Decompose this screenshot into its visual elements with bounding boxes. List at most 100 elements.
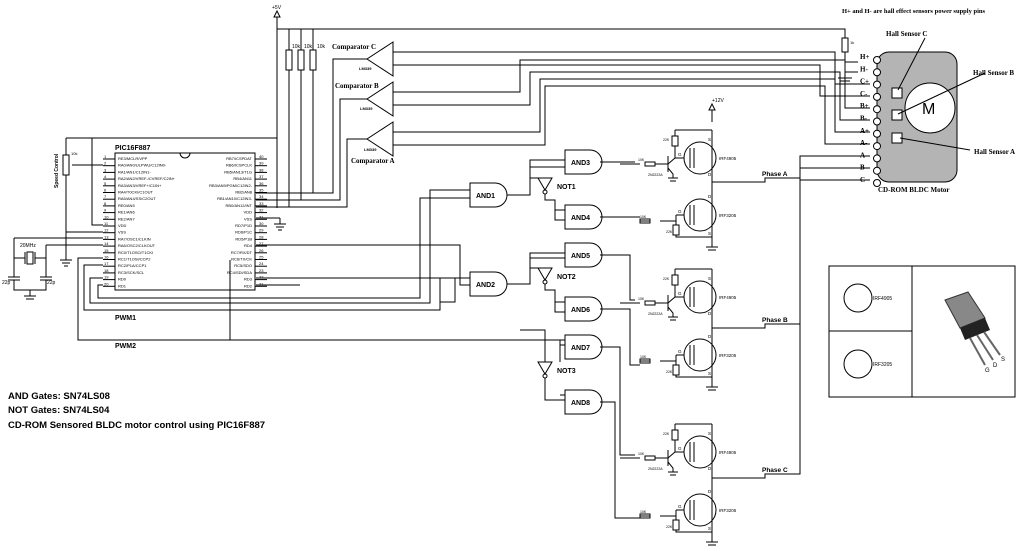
- lm339-b: LM339: [360, 106, 373, 111]
- motor-pin: [873, 80, 881, 89]
- legend-low-label: IRF3205: [873, 362, 892, 368]
- motor-pin: [873, 166, 881, 175]
- hall-b-label: Hall Sensor B: [973, 69, 1014, 77]
- pin-number: 3: [104, 167, 107, 172]
- pin-number: 2: [104, 161, 107, 166]
- pin-g: G: [678, 504, 682, 509]
- pin-label: RB3/AN9/PGM/C12IN2-: [209, 183, 253, 188]
- pin-number: 29: [259, 228, 264, 233]
- pin-number: 37: [259, 174, 264, 179]
- mcu-name: PIC16F887: [115, 145, 151, 152]
- npn-label: 2N2222A: [648, 173, 663, 177]
- low-fet-label: IRF3205: [719, 213, 737, 218]
- resistor-10k: [639, 218, 651, 224]
- pwm2-label: PWM2: [115, 343, 136, 350]
- pin-label: RD5/P1B: [235, 236, 252, 241]
- motor-pin-label: C+: [860, 78, 869, 86]
- pin-label: RB4/AN11: [233, 176, 252, 181]
- and-gate-label: AND4: [571, 215, 590, 222]
- pin-d: D: [708, 489, 712, 494]
- pin-label: RE1/AN6: [118, 210, 135, 215]
- motor-pin-label: H-: [860, 65, 868, 73]
- vcc5-label: +5V: [272, 5, 282, 11]
- motor-pins: H+H-C+C-B+B-A+A-ABC: [860, 53, 881, 187]
- resistor-22k: [672, 519, 680, 531]
- resistor-10k: [644, 300, 656, 306]
- comparator-c-label: Comparator C: [332, 43, 376, 51]
- pin-s: S: [708, 137, 711, 142]
- pin-g: G: [678, 446, 682, 451]
- pin-label: RB7/ICSPDAT: [226, 156, 252, 161]
- pin-label: RC6/TX/CK: [231, 257, 252, 262]
- high-fet-label: IRF4905: [719, 450, 737, 455]
- pin-number: 6: [104, 188, 107, 193]
- project-title: CD-ROM Sensored BLDC motor control using…: [8, 420, 265, 431]
- npn-label: 2N2222A: [648, 312, 663, 316]
- pwm1-label: PWM1: [115, 315, 136, 322]
- motor-pin-label: C-: [860, 90, 868, 98]
- and-gate: [564, 149, 603, 175]
- motor-pin-label: B-: [860, 115, 868, 123]
- pin-label: RB0/AN12/INT: [226, 203, 253, 208]
- pin-number: 8: [104, 201, 107, 206]
- r-gate-label: 10K: [640, 355, 647, 359]
- and-gate: [564, 204, 603, 230]
- speed-pot[interactable]: [62, 154, 70, 176]
- pkg-g: G: [985, 368, 990, 374]
- pin-number: 38: [259, 167, 264, 172]
- pin-number: 32: [259, 208, 264, 213]
- pin-number: 10: [104, 214, 109, 219]
- not-gate: [537, 361, 553, 375]
- pin-label: VDD: [244, 210, 253, 215]
- resistor-22k: [671, 274, 679, 286]
- r-pull-label: 22K: [663, 277, 670, 281]
- pullup-resistors: 10k 10k 10k: [285, 29, 326, 207]
- pin-number: 26: [259, 248, 264, 253]
- resistor-22k: [672, 364, 680, 376]
- r-pull-label: 22K: [663, 432, 670, 436]
- fet-wiring: [620, 167, 870, 391]
- r-pull-label: 22K: [666, 230, 673, 234]
- motor-pin: [873, 56, 881, 64]
- resistor-22k: [671, 429, 679, 441]
- resistor-10k: [644, 455, 656, 461]
- not-gate: [537, 177, 553, 191]
- pin-number: 13: [104, 234, 109, 239]
- pin-label: RD6/P1C: [235, 230, 252, 235]
- pot-label: 10k: [71, 151, 77, 156]
- pin-number: 33: [259, 201, 264, 206]
- p-mosfet-irf4905: [683, 435, 717, 469]
- pin-label: RE3/MCLR/VPP: [118, 156, 148, 161]
- pin-number: 16: [104, 255, 109, 260]
- pin-number: 27: [259, 241, 264, 246]
- r-base-label: 10K: [638, 452, 645, 456]
- low-fet-label: IRF3205: [719, 353, 737, 358]
- pin-number: 21: [259, 281, 264, 286]
- and-gate: [564, 296, 603, 322]
- comparator-b-label: Comparator B: [335, 82, 379, 90]
- pin-number: 14: [104, 241, 109, 246]
- phase-label: Phase C: [762, 467, 788, 474]
- resistor-10k: [639, 513, 651, 519]
- high-fet-label: IRF4905: [719, 156, 737, 161]
- pin-label: RA6/OSC2/CLKOUT: [118, 243, 156, 248]
- pin-g: G: [678, 349, 682, 354]
- not-gate-label: NOT2: [557, 274, 576, 281]
- r3-label: 10k: [317, 44, 326, 50]
- r-gate-label: 10K: [640, 215, 647, 219]
- r1-label: 10k: [292, 44, 301, 50]
- pin-g: G: [678, 152, 682, 157]
- motor-pin-label: C: [860, 176, 865, 184]
- comparator-a-label: Comparator A: [351, 157, 395, 165]
- pin-number: 23: [259, 268, 264, 273]
- pin-label: RE0/AN5: [118, 203, 135, 208]
- pin-number: 25: [259, 255, 264, 260]
- and-gate-label: AND2: [476, 282, 495, 289]
- and-gate: [469, 182, 508, 208]
- and-gate: [469, 271, 508, 297]
- pin-label: RC0/T1OSO/T1CKI: [118, 250, 153, 255]
- pin-label: RB2/AN8: [235, 190, 252, 195]
- fet-wiring: [620, 129, 870, 251]
- pin-s: S: [708, 231, 711, 236]
- pin-label: RE2/AN7: [118, 216, 135, 221]
